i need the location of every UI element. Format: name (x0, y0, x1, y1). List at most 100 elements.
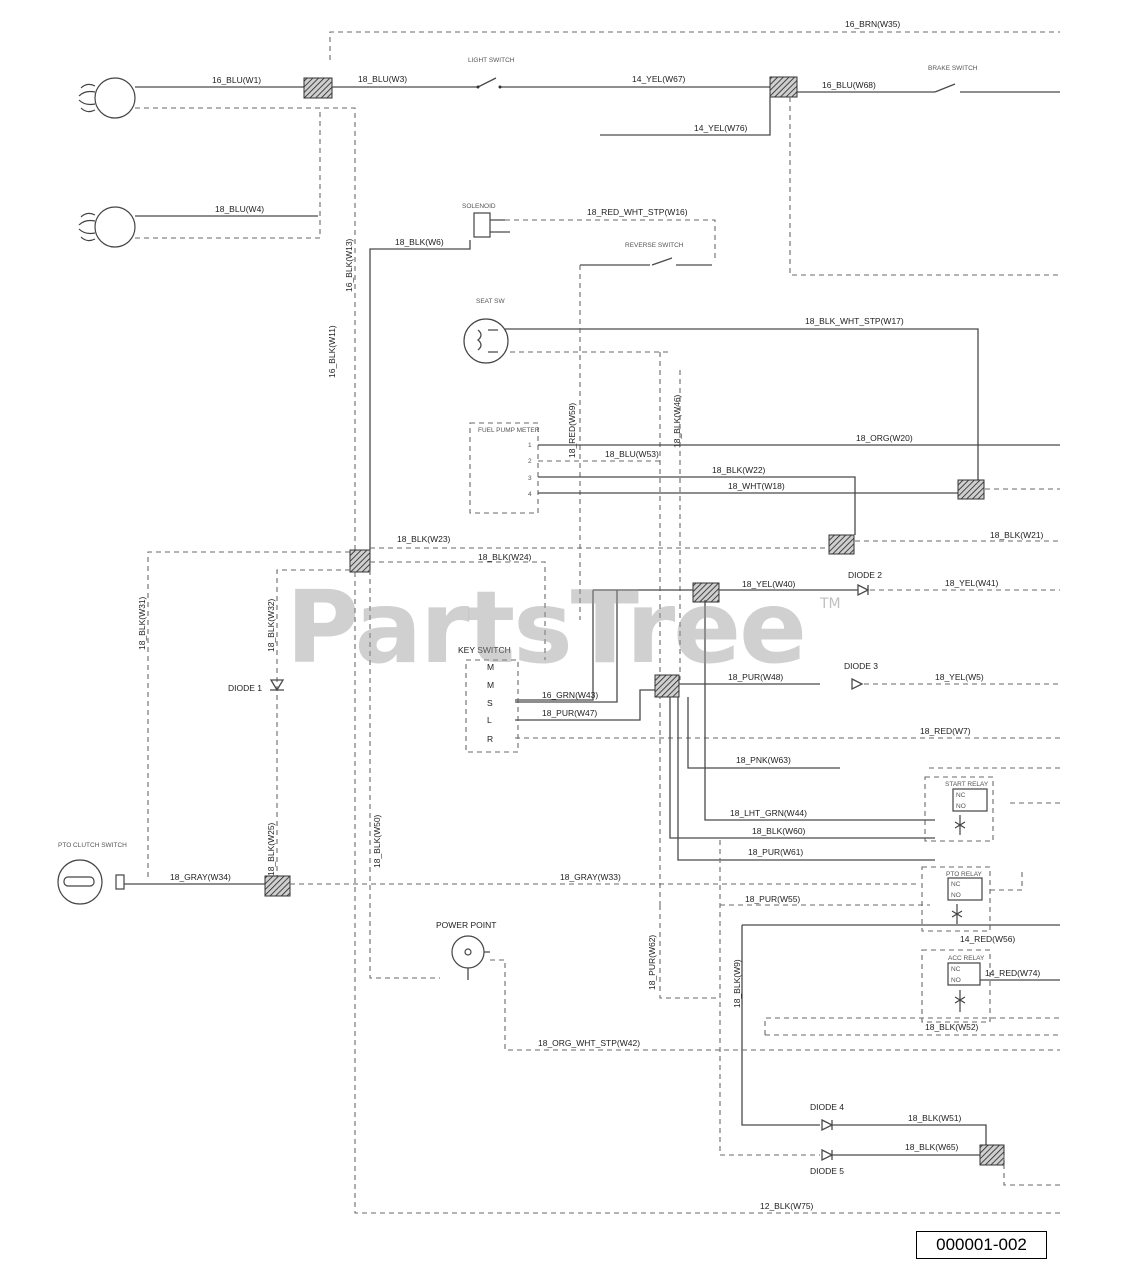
key-switch-label: KEY SWITCH (458, 645, 511, 655)
wire-label-w55: 18_PUR(W55) (745, 894, 800, 904)
connector-main (349, 549, 371, 573)
start-relay-nc: NC (956, 792, 966, 799)
wire-label-w56: 14_RED(W56) (960, 934, 1015, 944)
connector-b (769, 76, 798, 98)
start-relay (924, 776, 994, 842)
wire-label-w34: 18_GRAY(W34) (170, 872, 231, 882)
wire-label-w17: 18_BLK_WHT_STP(W17) (805, 316, 904, 326)
power-point-label: POWER POINT (436, 920, 496, 930)
meter-terminal-2: 2 (528, 458, 532, 465)
wire-label-w23: 18_BLK(W23) (397, 534, 451, 544)
wire-label-w13: 16_BLK(W13) (344, 238, 354, 292)
pto-relay-contacts (947, 877, 983, 901)
brake-switch-label: BRAKE SWITCH (928, 65, 978, 72)
wire-w62 (659, 905, 720, 999)
start-relay-coil (954, 815, 966, 835)
key-terminal-s: S (487, 698, 493, 708)
wire-w76 (600, 97, 771, 136)
key-terminal-m1: M (487, 662, 494, 672)
pto-relay-label: PTO RELAY (946, 871, 983, 878)
wire-label-w46: 18_BLK(W46) (672, 394, 682, 448)
wire-label-w4: 18_BLU(W4) (215, 204, 264, 214)
wire-headlight-return (135, 107, 356, 550)
acc-relay-coil (954, 990, 966, 1012)
wire-label-w44: 18_LHT_GRN(W44) (730, 808, 807, 818)
diagram-id: 000001-002 (916, 1231, 1047, 1259)
meter-terminal-3: 3 (528, 475, 532, 482)
wire-label-w76: 14_YEL(W76) (694, 123, 748, 133)
pto-relay-coil (951, 904, 963, 924)
headlight-upper (78, 77, 136, 119)
meter-terminal-4: 4 (528, 491, 532, 498)
wire-label-w40: 18_YEL(W40) (742, 579, 796, 589)
diode-1-label: DIODE 1 (228, 683, 262, 693)
connector-d (828, 534, 855, 555)
wire-label-w32: 18_BLK(W32) (266, 598, 276, 652)
wire-label-w50: 18_BLK(W50) (372, 814, 382, 868)
key-terminal-l: L (487, 715, 492, 725)
wire-label-w51: 18_BLK(W51) (908, 1113, 962, 1123)
start-relay-contacts (952, 788, 988, 812)
diode-5-label: DIODE 5 (810, 1166, 844, 1176)
diode-2 (857, 583, 870, 597)
wire-w75 (354, 572, 1060, 1214)
wire-w61 (677, 697, 935, 861)
key-terminal-r: R (487, 734, 493, 744)
wire-label-w52: 18_BLK(W52) (925, 1022, 979, 1032)
wire-label-w74: 14_RED(W74) (985, 968, 1040, 978)
meter-terminal-1: 1 (528, 442, 532, 449)
diode-1 (269, 679, 285, 692)
watermark-tm: TM (820, 596, 841, 612)
connector-g (264, 875, 291, 897)
wire-label-w62: 18_PUR(W62) (647, 935, 657, 990)
connector-e (692, 582, 720, 603)
start-relay-label: START RELAY (945, 781, 989, 788)
diode-3 (851, 677, 864, 691)
wire-w47 (515, 689, 655, 721)
wire-label-w25: 18_BLK(W25) (266, 822, 276, 876)
wire-label-w59: 18_RED(W59) (567, 403, 577, 458)
diode-4-label: DIODE 4 (810, 1102, 844, 1112)
reverse-switch (580, 257, 712, 266)
connector-h (979, 1144, 1005, 1166)
wire-label-w68: 16_BLU(W68) (822, 80, 876, 90)
wire-label-w11: 16_BLK(W11) (327, 325, 337, 378)
acc-relay-no: NO (951, 977, 961, 984)
wire-label-w42: 18_ORG_WHT_STP(W42) (538, 1038, 640, 1048)
wire-label-w22: 18_BLK(W22) (712, 465, 766, 475)
wire-label-w1: 16_BLU(W1) (212, 75, 261, 85)
watermark: PartsTree (286, 569, 807, 686)
connector-a (303, 77, 333, 99)
wire-w16 (505, 219, 716, 262)
fuel-pump-meter-label: FUEL PUMP METER (478, 427, 540, 434)
diode-2-label: DIODE 2 (848, 570, 882, 580)
diode-4 (821, 1118, 834, 1132)
wire-label-w75: 12_BLK(W75) (760, 1201, 814, 1211)
connector-c (957, 479, 985, 500)
wire-label-w60: 18_BLK(W60) (752, 826, 806, 836)
wire-w35 (329, 31, 1060, 60)
wire-label-w20: 18_ORG(W20) (856, 433, 913, 443)
wire-w44 (704, 600, 935, 821)
wire-pto-relay-out (990, 870, 1023, 891)
wire-brake-return (789, 97, 1060, 276)
start-relay-no: NO (956, 803, 966, 810)
diode-5 (821, 1148, 834, 1162)
wire-w40-drop (515, 590, 594, 701)
wire-w6 (369, 240, 471, 550)
wire-pur-drop (719, 840, 820, 1156)
wire-label-w6: 18_BLK(W6) (395, 237, 444, 247)
wire-label-w35: 16_BRN(W35) (845, 19, 900, 29)
wire-label-w21: 18_BLK(W21) (990, 530, 1044, 540)
wire-w24 (370, 561, 546, 660)
wire-lower-return (135, 108, 321, 239)
pto-relay (921, 866, 991, 932)
wire-label-w63: 18_PNK(W63) (736, 755, 791, 765)
wire-w22 (538, 476, 856, 535)
wire-w50-route (369, 570, 440, 979)
seat-switch (463, 318, 509, 364)
reverse-switch-label: REVERSE SWITCH (625, 242, 684, 249)
acc-relay (921, 949, 991, 1023)
wire-label-w41: 18_YEL(W41) (945, 578, 999, 588)
